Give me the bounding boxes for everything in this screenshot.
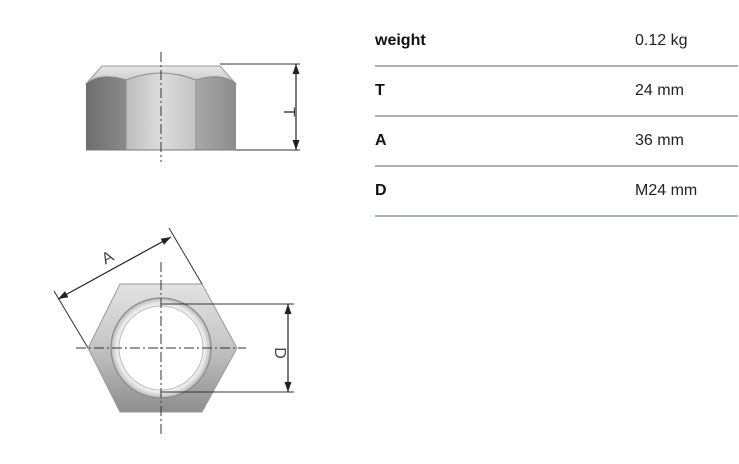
spec-table: weight 0.12 kg T 24 mm A 36 mm D M24 mm [375,17,738,217]
spec-row-a: A 36 mm [375,117,738,167]
spec-value: 36 mm [635,132,684,149]
spec-label: weight [375,32,426,49]
dimension-t-label: T [280,107,297,117]
spec-value: 0.12 kg [635,32,688,49]
spec-row-d: D M24 mm [375,167,738,217]
dimension-d: D [161,303,294,393]
dimension-d-label: D [271,347,288,359]
spec-row-weight: weight 0.12 kg [375,17,738,67]
spec-value: 24 mm [635,82,684,99]
spec-label: A [375,132,387,149]
spec-label: T [375,82,385,99]
dimension-t: T [220,63,300,151]
dimension-a-label: A [99,248,117,268]
nut-right-face [196,76,236,150]
spec-value: M24 mm [635,182,698,199]
spec-row-t: T 24 mm [375,67,738,117]
spec-label: D [375,182,387,199]
nut-left-face [86,76,126,150]
